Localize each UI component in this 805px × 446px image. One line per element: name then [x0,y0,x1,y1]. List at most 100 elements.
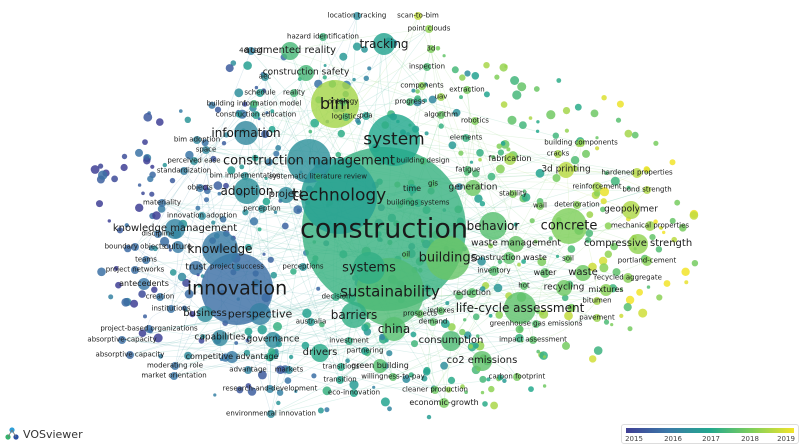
node-concrete[interactable] [551,208,587,244]
node-dot[interactable] [655,246,663,253]
node-dot[interactable] [649,234,656,241]
node-competitive-advantage[interactable] [226,351,238,363]
node-dot[interactable] [463,331,472,340]
node-project[interactable] [278,187,294,203]
node-adoption[interactable] [234,178,260,204]
node-advantage[interactable] [244,366,252,374]
node-dot[interactable] [619,287,623,292]
node-dot[interactable] [440,319,450,328]
node-australia[interactable] [307,318,315,326]
node-market-orientation[interactable] [170,372,178,380]
node-dot[interactable] [254,85,259,90]
label-advantage[interactable]: advantage [229,365,267,374]
label-inventory[interactable]: inventory [477,266,511,275]
node-dot[interactable] [265,111,269,115]
label-mixtures[interactable]: mixtures [588,285,624,294]
node-dot[interactable] [367,66,372,71]
node-dot[interactable] [337,129,345,138]
node-dot[interactable] [494,74,500,80]
label-objects[interactable]: objects [187,183,213,192]
node-perceptions[interactable] [299,263,307,271]
node-extraction[interactable] [463,86,471,94]
label-antecedents[interactable]: antecedents [119,279,169,288]
node-dot[interactable] [201,139,209,147]
node-dot[interactable] [244,327,253,336]
node-dot[interactable] [582,149,590,158]
node-dot[interactable] [671,236,677,243]
node-dot[interactable] [141,191,145,196]
node-dot[interactable] [533,239,538,244]
label-investment[interactable]: investment [329,336,369,345]
node-antecedents[interactable] [138,278,150,290]
node-dot[interactable] [556,78,562,83]
node-recycled-aggregate[interactable] [623,273,633,283]
node-bim-adoption[interactable] [193,136,201,144]
label-waste-management[interactable]: waste management [471,238,561,249]
node-dot[interactable] [189,311,196,318]
node-bond-strength[interactable] [643,186,651,194]
node-dot[interactable] [669,217,676,224]
node-perception[interactable] [258,205,266,213]
label-hardened-properties[interactable]: hardened properties [601,168,673,177]
node-dot[interactable] [435,46,441,51]
node-inventory[interactable] [489,266,499,276]
node-innovation-adoption[interactable] [198,212,206,220]
node-dot[interactable] [335,151,342,158]
label-impact-assessment[interactable]: impact assessment [499,335,567,344]
node-dot[interactable] [552,132,559,139]
node-dot[interactable] [483,91,490,98]
node-construction-waste[interactable] [503,252,515,264]
node-systems[interactable] [353,252,385,284]
node-tracking[interactable] [373,33,395,55]
node-dot[interactable] [500,101,508,108]
node-dot[interactable] [98,163,104,169]
label-perception[interactable]: perception [243,204,281,213]
node-dot[interactable] [195,205,201,211]
node-dot[interactable] [97,267,106,277]
node-dot[interactable] [500,141,506,146]
node-dot[interactable] [273,150,280,157]
node-buildings[interactable] [426,236,470,280]
node-location-tracking[interactable] [353,12,361,20]
label-behavior[interactable]: behavior [466,219,520,233]
node-dot[interactable] [636,288,643,296]
node-dot[interactable] [458,150,464,156]
label-aec[interactable]: aec [258,72,272,81]
node-dot[interactable] [294,389,298,393]
node-china[interactable] [382,317,406,341]
node-dot[interactable] [169,269,177,276]
node-hardened-properties[interactable] [632,168,642,178]
node-dot[interactable] [310,118,320,128]
node-dot[interactable] [471,72,480,80]
label-compressive-strength[interactable]: compressive strength [583,238,693,249]
node-dot[interactable] [506,147,511,152]
node-moderating-role[interactable] [171,362,179,370]
node-dot[interactable] [242,101,248,107]
node-dot[interactable] [564,311,573,321]
node-schedule[interactable] [256,89,264,97]
label-green-building[interactable]: green building [351,361,409,370]
node-dot[interactable] [166,244,171,249]
node-dot[interactable] [595,146,600,151]
node-pda[interactable] [362,112,370,120]
node-dot[interactable] [244,243,252,251]
node-dot[interactable] [515,325,524,334]
node-dot[interactable] [158,353,164,359]
node-dot[interactable] [552,174,561,182]
node-dot[interactable] [445,386,452,393]
node-dot[interactable] [440,361,448,370]
label-concrete[interactable]: concrete [540,218,598,234]
node-dot[interactable] [643,166,650,173]
label-construction-safety[interactable]: construction safety [262,67,350,78]
node-dot[interactable] [386,350,393,357]
node-dot[interactable] [262,197,271,206]
node-dot[interactable] [380,397,390,407]
label-trust[interactable]: trust [185,262,207,273]
label-fatigue[interactable]: fatigue [455,165,481,174]
label-cracks[interactable]: cracks [546,149,570,158]
label-inspection[interactable]: inspection [408,62,446,71]
node-dot[interactable] [423,98,428,103]
label-discipline[interactable]: discipline [141,229,175,238]
label-waste[interactable]: waste [568,267,598,278]
node-dot[interactable] [316,286,321,291]
